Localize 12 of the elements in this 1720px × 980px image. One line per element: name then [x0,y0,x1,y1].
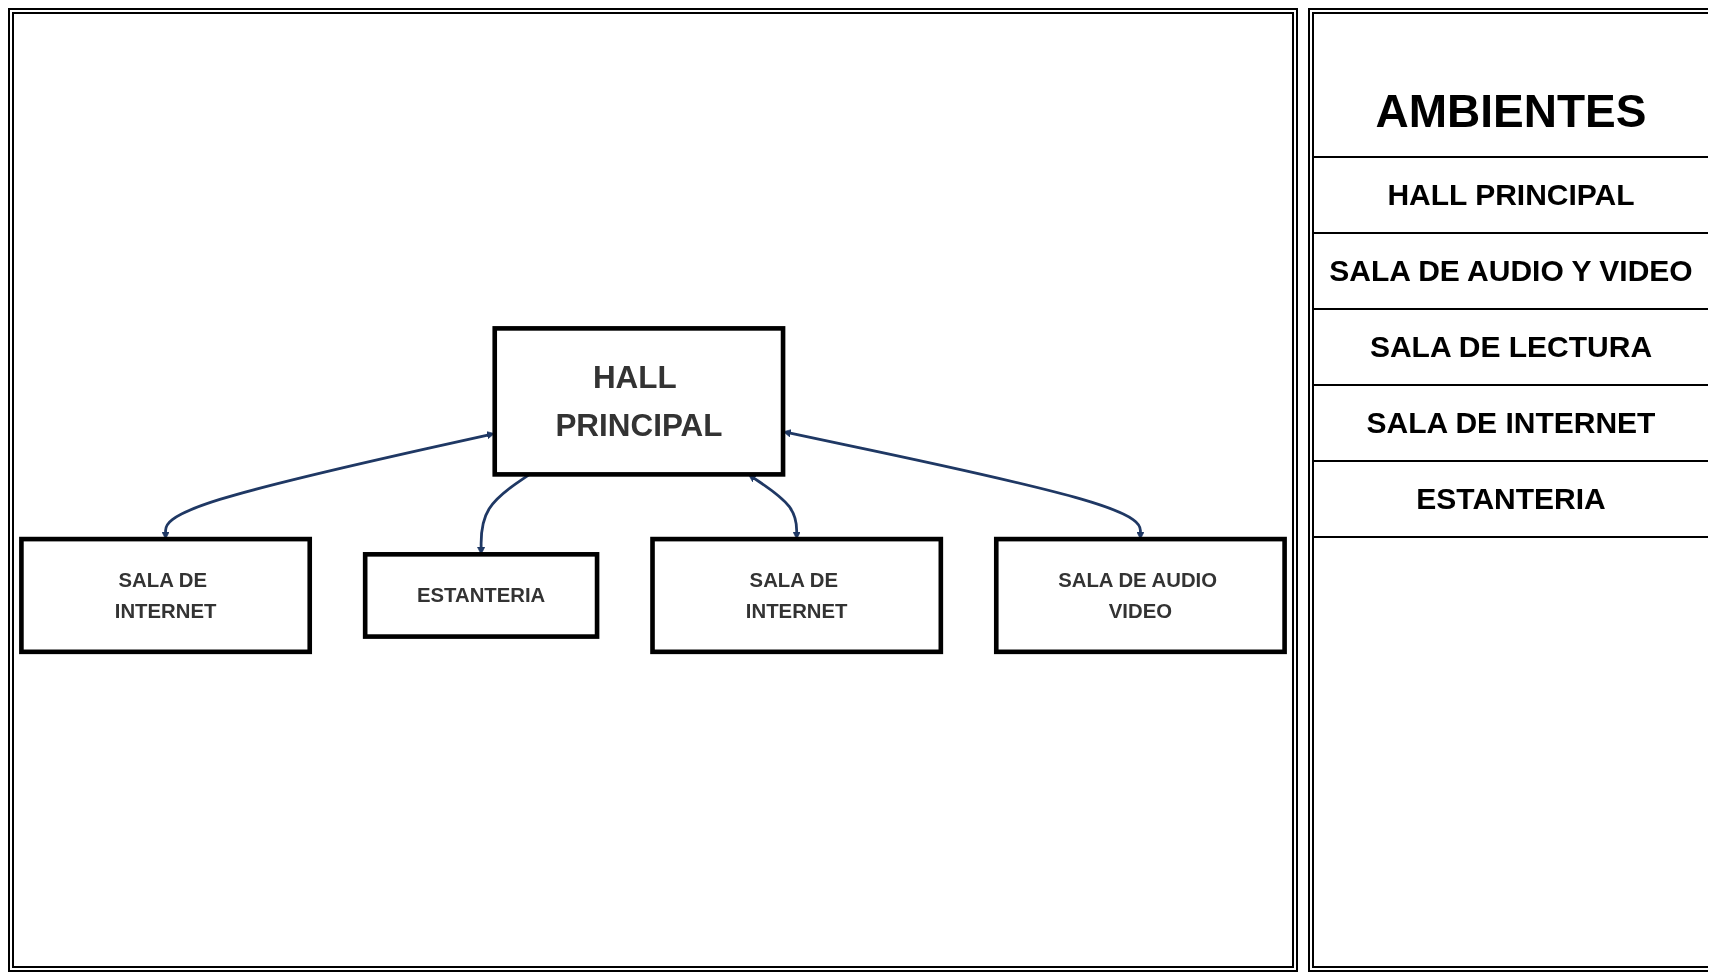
table-row: HALL PRINCIPAL [1314,158,1708,234]
table-row: SALA DE AUDIO Y VIDEO [1314,234,1708,310]
table-row: ESTANTERIA [1314,462,1708,538]
arrow [748,474,801,540]
table-heading: AMBIENTES [1314,74,1708,158]
node-box: SALA DE AUDIO VIDEO [993,536,1287,655]
table-row: SALA DE LECTURA [1314,310,1708,386]
node-box: SALA DE INTERNET [19,536,313,655]
table-row: SALA DE INTERNET [1314,386,1708,462]
node-box: HALL PRINCIPAL [492,325,786,477]
node-box: SALA DE INTERNET [650,536,944,655]
node-box: ESTANTERIA [362,551,600,639]
